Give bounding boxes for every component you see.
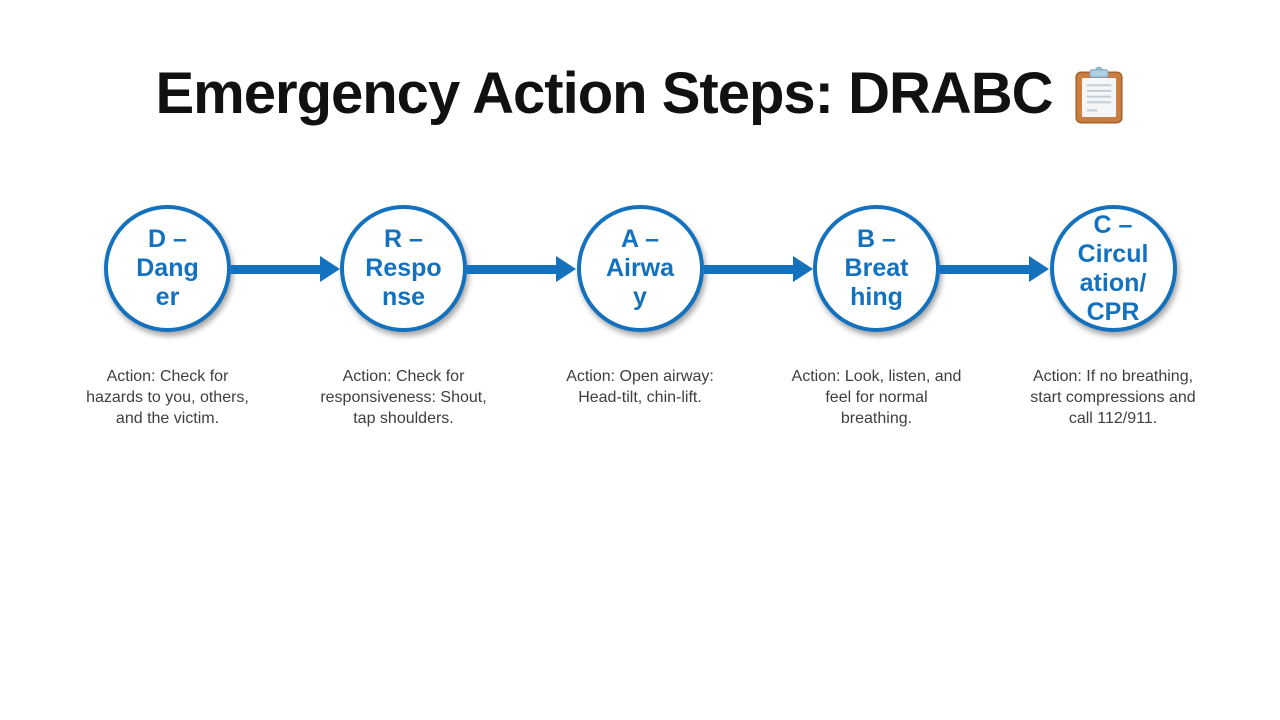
action-text-response: Action: Check for responsiveness: Shout,… — [320, 368, 487, 427]
circle-r-response: R – Respo nse — [340, 205, 467, 332]
circle-b-breathing: B – Breat hing — [813, 205, 940, 332]
circle-a-airway: A – Airwa y — [576, 205, 704, 332]
flow-arrow-icon — [940, 256, 1049, 282]
title-row: Emergency Action Steps: DRABC — [0, 60, 1280, 127]
circle-c-circulation-cpr: C – Circul ation/ CPR — [1049, 205, 1177, 332]
flow-arrow-icon — [231, 256, 340, 282]
circle-label: B – Breat hing — [844, 225, 909, 311]
circle-label: A – Airwa y — [605, 225, 675, 311]
action-text-circulation: Action: If no breathing, start compressi… — [1030, 368, 1196, 427]
action-text-breathing: Action: Look, listen, and feel for norma… — [791, 368, 962, 427]
circle-label: C – Circul ation/ CPR — [1077, 210, 1149, 326]
circle-label: D – Dang er — [136, 225, 199, 311]
page-title: Emergency Action Steps: DRABC — [155, 61, 1053, 126]
action-text-airway: Action: Open airway: Head-tilt, chin-lif… — [566, 368, 714, 406]
flow-arrow-icon — [703, 256, 813, 282]
flow-arrow-icon — [467, 256, 576, 282]
clipboard-icon — [1074, 66, 1123, 123]
circle-label: R – Respo nse — [365, 225, 442, 311]
action-text-danger: Action: Check for hazards to you, others… — [86, 368, 249, 427]
circle-d-danger: D – Dang er — [104, 205, 231, 332]
